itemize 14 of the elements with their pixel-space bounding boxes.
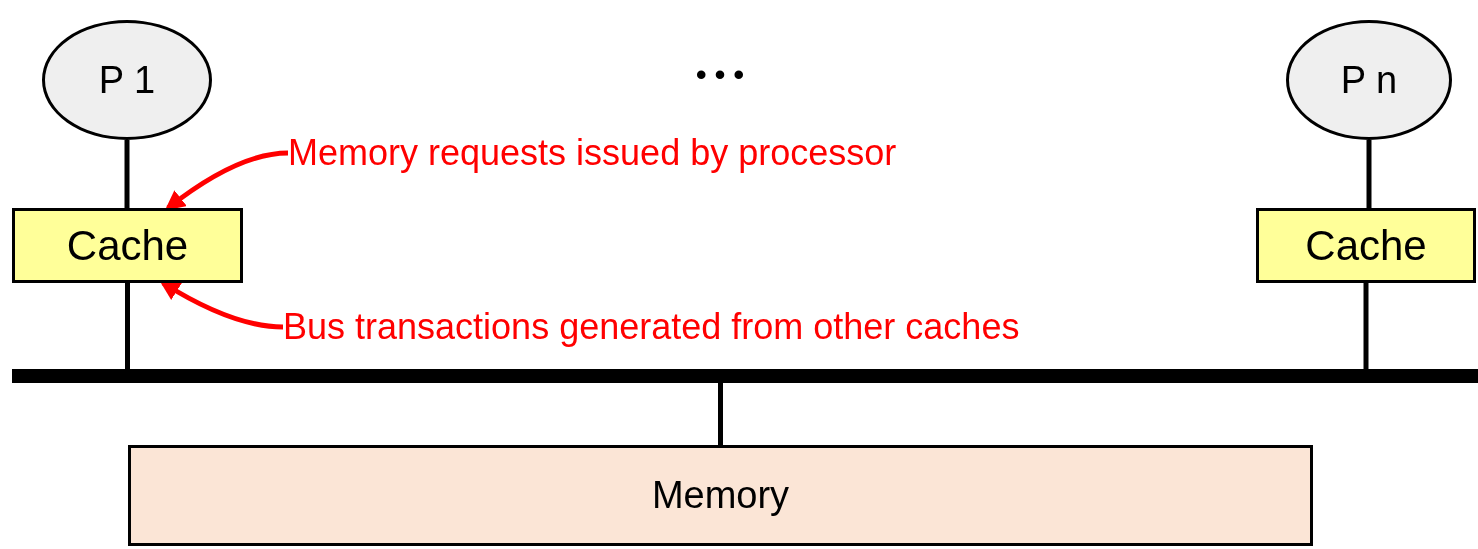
connector-line xyxy=(1363,283,1369,369)
cache-box: Cache xyxy=(12,208,243,283)
connector-line xyxy=(124,140,130,208)
connector-line xyxy=(125,283,130,369)
cache-box: Cache xyxy=(1256,208,1476,283)
annotation-text: Memory requests issued by processor xyxy=(288,128,1028,178)
processor-ellipse: P 1 xyxy=(42,20,212,140)
ellipsis-text: • • • xyxy=(694,57,746,93)
connector-line xyxy=(1366,140,1372,208)
annotation-text: Bus transactions generated from other caches xyxy=(283,302,1183,352)
bus-bar xyxy=(12,369,1478,383)
memory-box: Memory xyxy=(128,445,1313,546)
processor-ellipse: P n xyxy=(1286,20,1452,140)
connector-line xyxy=(718,383,723,445)
